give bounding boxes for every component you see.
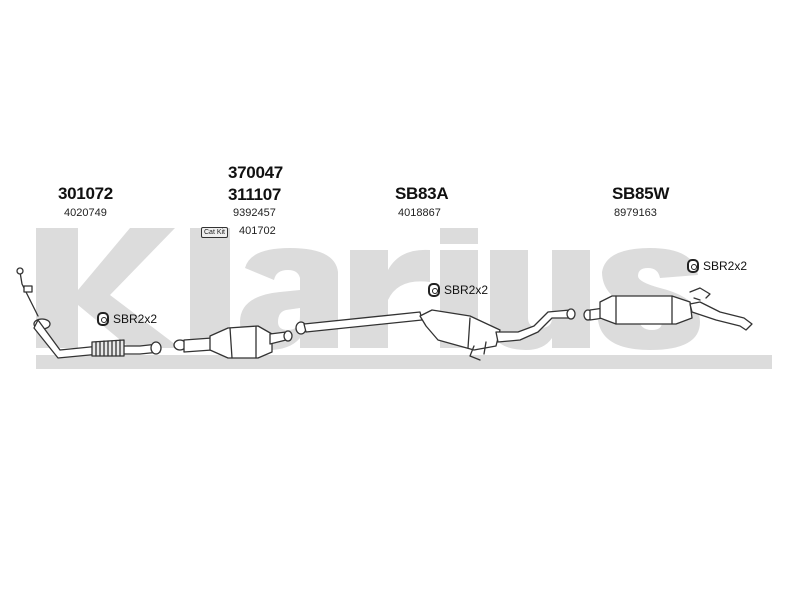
rubber-mount-label: SBR2x2 xyxy=(703,259,748,273)
cat-kit-number: 401702 xyxy=(239,225,276,237)
rubber-mount-icon xyxy=(428,283,440,297)
part-code-sb83a: SB83A xyxy=(395,184,449,203)
rubber-mount-label: SBR2x2 xyxy=(444,283,489,297)
rubber-mount-label: SBR2x2 xyxy=(113,312,158,326)
rubber-mount-2: SBR2x2 xyxy=(428,283,488,297)
front-pipe-part xyxy=(16,267,162,359)
rear-silencer-part xyxy=(583,287,753,331)
part-code-301072: 301072 xyxy=(58,184,113,203)
rubber-mount-icon xyxy=(97,312,109,326)
part-code-370047: 370047 xyxy=(228,163,283,182)
part-code-sb85w: SB85W xyxy=(612,184,670,203)
rubber-mount-icon xyxy=(687,259,699,273)
rubber-mount-3: SBR2x2 xyxy=(687,259,747,273)
part-number-4020749: 4020749 xyxy=(64,207,107,219)
part-number-9392457: 9392457 xyxy=(233,207,276,219)
catalytic-converter-part xyxy=(173,325,293,359)
cat-kit-badge: Cat Kit xyxy=(201,227,229,238)
part-code-311107: 311107 xyxy=(228,185,282,204)
middle-silencer-part xyxy=(295,308,576,361)
part-number-4018867: 4018867 xyxy=(398,207,441,219)
part-number-8979163: 8979163 xyxy=(614,207,657,219)
rubber-mount-1: SBR2x2 xyxy=(97,312,157,326)
